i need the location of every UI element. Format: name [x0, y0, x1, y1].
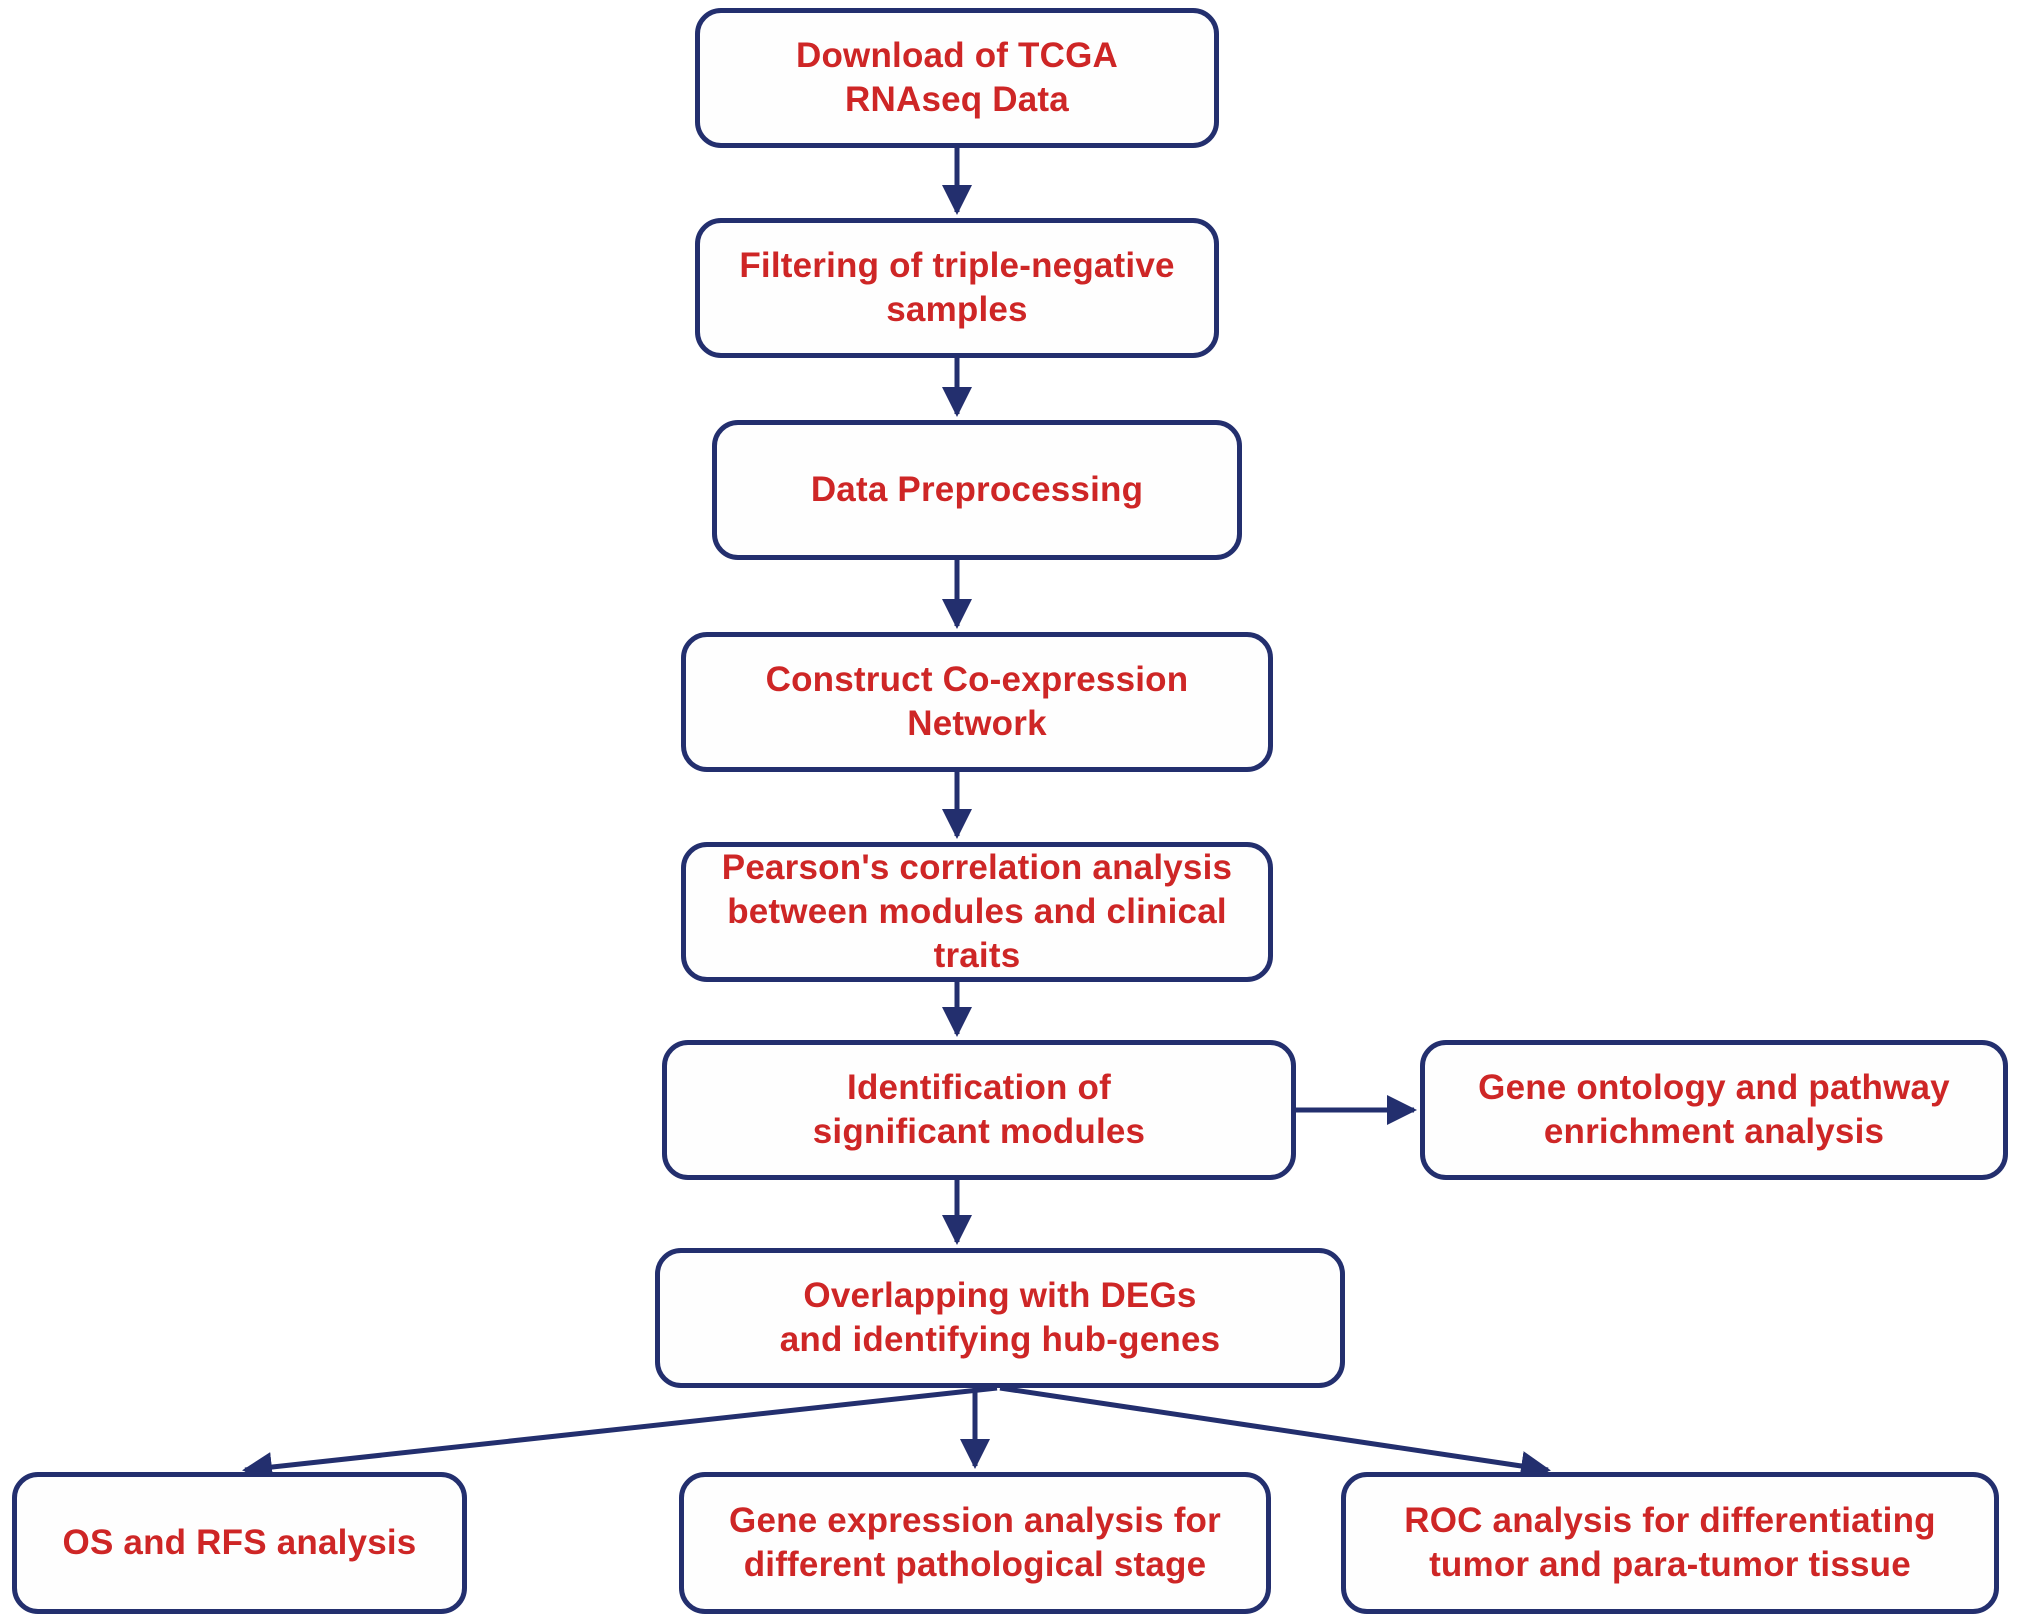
- node-label: Construct Co-expression Network: [765, 660, 1189, 743]
- node-label: ROC analysis for differentiating tumor a…: [1404, 1501, 1936, 1584]
- node-identification-significant-modules: Identification of significant modules: [662, 1040, 1296, 1180]
- node-gene-ontology-pathway-enrichment: Gene ontology and pathway enrichment ana…: [1420, 1040, 2008, 1180]
- node-label: Gene ontology and pathway enrichment ana…: [1478, 1068, 1950, 1151]
- node-label: Gene expression analysis for different p…: [729, 1501, 1221, 1584]
- node-label: Download of TCGA RNAseq Data: [795, 36, 1119, 119]
- edge-overlapping-to-roc: [999, 1385, 1551, 1481]
- node-pearson-correlation-analysis: Pearson's correlation analysis between m…: [681, 842, 1273, 982]
- node-os-rfs-analysis: OS and RFS analysis: [12, 1472, 467, 1614]
- node-label: Filtering of triple-negative samples: [739, 246, 1175, 329]
- node-label: Overlapping with DEGs and identifying hu…: [779, 1276, 1221, 1359]
- node-roc-analysis-tumor-para-tumor: ROC analysis for differentiating tumor a…: [1341, 1472, 1999, 1614]
- node-data-preprocessing: Data Preprocessing: [712, 420, 1242, 560]
- node-download-tcga-rnaseq-data: Download of TCGA RNAseq Data: [695, 8, 1219, 148]
- node-label: Identification of significant modules: [812, 1068, 1146, 1151]
- node-gene-expression-pathological-stage: Gene expression analysis for different p…: [679, 1472, 1271, 1614]
- node-label: Data Preprocessing: [810, 470, 1144, 510]
- node-filtering-triple-negative-samples: Filtering of triple-negative samples: [695, 218, 1219, 358]
- node-label: OS and RFS analysis: [62, 1523, 417, 1563]
- node-construct-coexpression-network: Construct Co-expression Network: [681, 632, 1273, 772]
- node-overlapping-degs-hub-genes: Overlapping with DEGs and identifying hu…: [655, 1248, 1345, 1388]
- node-label: Pearson's correlation analysis between m…: [721, 848, 1233, 975]
- edge-overlapping-to-os-rfs: [242, 1385, 998, 1482]
